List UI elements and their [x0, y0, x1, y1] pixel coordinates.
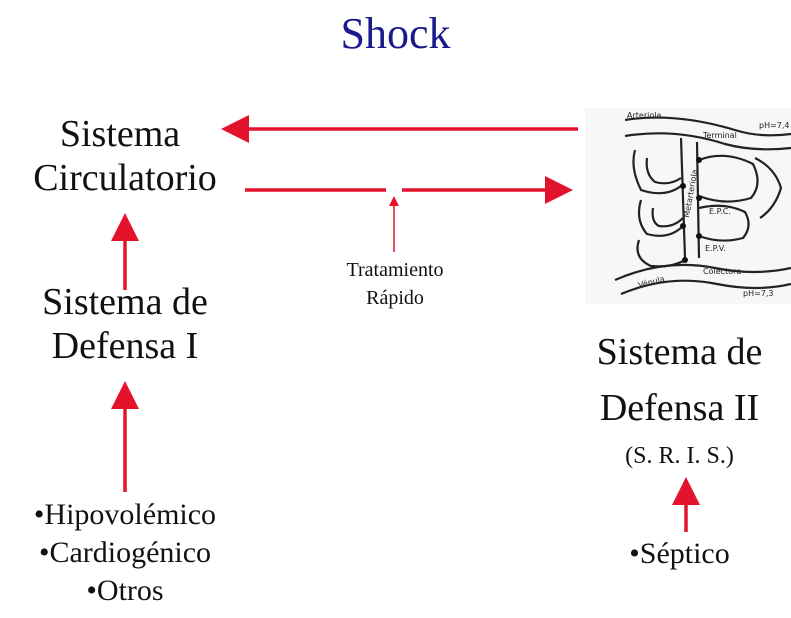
treatment-line1: Tratamiento — [346, 259, 444, 281]
treatment-label: Tratamiento Rápido — [300, 258, 490, 310]
capillary-loop-5 — [698, 204, 750, 242]
circulatory-system-label: Sistema Circulatorio — [0, 112, 250, 200]
sirs-label: (S. R. I. S.) — [625, 443, 734, 469]
arrow-treatment-head — [389, 196, 399, 206]
venule-vessel — [614, 263, 791, 282]
label-colectora: Colectora — [703, 267, 741, 276]
metarteriole-left — [679, 137, 687, 259]
venule-vessel-inner — [620, 279, 791, 296]
capillary-loop-1 — [632, 149, 682, 195]
defense1-line2: Defensa I — [51, 325, 199, 367]
arteriole-vessel-inner — [624, 132, 791, 151]
microcirculation-drawing: Arteriola Terminal pH=7,4 Metarteriola E… — [614, 111, 791, 298]
cause-septic: •Séptico — [629, 537, 730, 570]
label-epc: E.P.C. — [709, 207, 731, 216]
cause-cardiogenic: •Cardiogénico — [38, 536, 212, 569]
cause-hypovolemic: •Hipovolémico — [33, 498, 217, 531]
defense-system-2-label: Sistema de Defensa II — [568, 330, 791, 430]
capillary-loop-4 — [698, 154, 759, 203]
capillary-loop-6 — [754, 157, 783, 219]
right-causes-list: •Séptico — [568, 535, 791, 573]
treatment-line2: Rápido — [366, 287, 424, 309]
defense2-line2: Defensa II — [599, 387, 760, 429]
label-ph-top: pH=7,4 — [759, 121, 790, 130]
defense2-line1: Sistema de — [596, 331, 763, 373]
capillary-loop-2 — [637, 199, 684, 237]
circulatory-line1: Sistema — [59, 113, 181, 155]
label-terminal: Terminal — [702, 131, 737, 140]
left-causes-list: •Hipovolémico •Cardiogénico •Otros — [0, 496, 250, 610]
microcirculation-image: Arteriola Terminal pH=7,4 Metarteriola E… — [585, 108, 791, 304]
arteriole-vessel — [624, 116, 791, 137]
label-epv: E.P.V. — [705, 244, 726, 253]
capillary-loop-2-inner — [651, 207, 684, 228]
cause-others: •Otros — [86, 574, 164, 607]
circulatory-line2: Circulatorio — [33, 157, 217, 199]
diagram-title: Shock — [340, 9, 451, 58]
label-ph-bottom: pH=7,3 — [743, 289, 774, 298]
capillary-loop-1-inner — [645, 157, 682, 185]
label-arteriola: Arteriola — [627, 111, 661, 120]
capillary-loop-3 — [636, 239, 686, 268]
